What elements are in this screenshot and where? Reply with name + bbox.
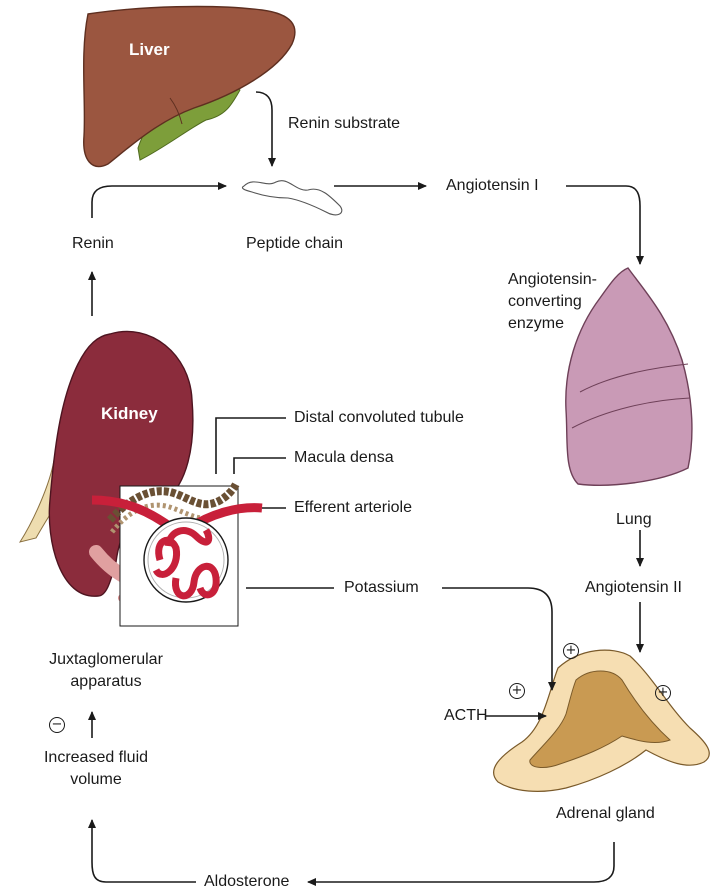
arrow-potassium-to-adrenal xyxy=(442,588,552,690)
acth-label: ACTH xyxy=(444,706,488,726)
liver-label: Liver xyxy=(129,40,170,60)
arrow-aldosterone-to-fluid xyxy=(92,820,196,882)
liver-illustration xyxy=(84,7,295,167)
kidney-label: Kidney xyxy=(101,404,158,424)
plus-sign-potassium: + xyxy=(563,643,579,659)
angiotensin-i-label: Angiotensin I xyxy=(446,176,539,196)
fluid-volume-label-line-1: Increased fluid xyxy=(26,748,166,768)
plus-sign-angiotensin-ii: + xyxy=(655,685,671,701)
arrow-adrenal-to-aldosterone xyxy=(308,842,614,882)
adrenal-gland-illustration xyxy=(494,650,710,791)
aldosterone-label: Aldosterone xyxy=(204,872,289,892)
peptide-chain-illustration xyxy=(242,181,341,215)
jga-label-line-1: Juxtaglomerular xyxy=(36,650,176,670)
arrow-angiotensin-i-to-lung xyxy=(566,186,640,264)
plus-sign-acth: + xyxy=(509,683,525,699)
leader-distal-tubule xyxy=(216,418,286,474)
ace-label-line-3: enzyme xyxy=(508,314,564,334)
leader-macula-densa xyxy=(234,458,286,474)
ace-label-line-2: converting xyxy=(508,292,582,312)
lung-illustration xyxy=(566,268,692,485)
renin-label: Renin xyxy=(72,234,114,254)
kidney-illustration xyxy=(20,331,262,626)
potassium-label: Potassium xyxy=(344,578,419,598)
arrow-renin-substrate xyxy=(256,92,272,166)
macula-densa-label: Macula densa xyxy=(294,448,394,468)
angiotensin-ii-label: Angiotensin II xyxy=(585,578,682,598)
lung-label: Lung xyxy=(616,510,652,530)
arrow-renin-to-peptide xyxy=(92,186,226,218)
jga-label-line-2: apparatus xyxy=(36,672,176,692)
fluid-volume-label-line-2: volume xyxy=(26,770,166,790)
efferent-arteriole-label: Efferent arteriole xyxy=(294,498,412,518)
minus-sign-fluid: − xyxy=(49,717,65,733)
distal-tubule-label: Distal convoluted tubule xyxy=(294,408,464,428)
peptide-chain-label: Peptide chain xyxy=(246,234,343,254)
renin-substrate-label: Renin substrate xyxy=(288,114,400,134)
adrenal-gland-label: Adrenal gland xyxy=(556,804,655,824)
ace-label-line-1: Angiotensin- xyxy=(508,270,597,290)
